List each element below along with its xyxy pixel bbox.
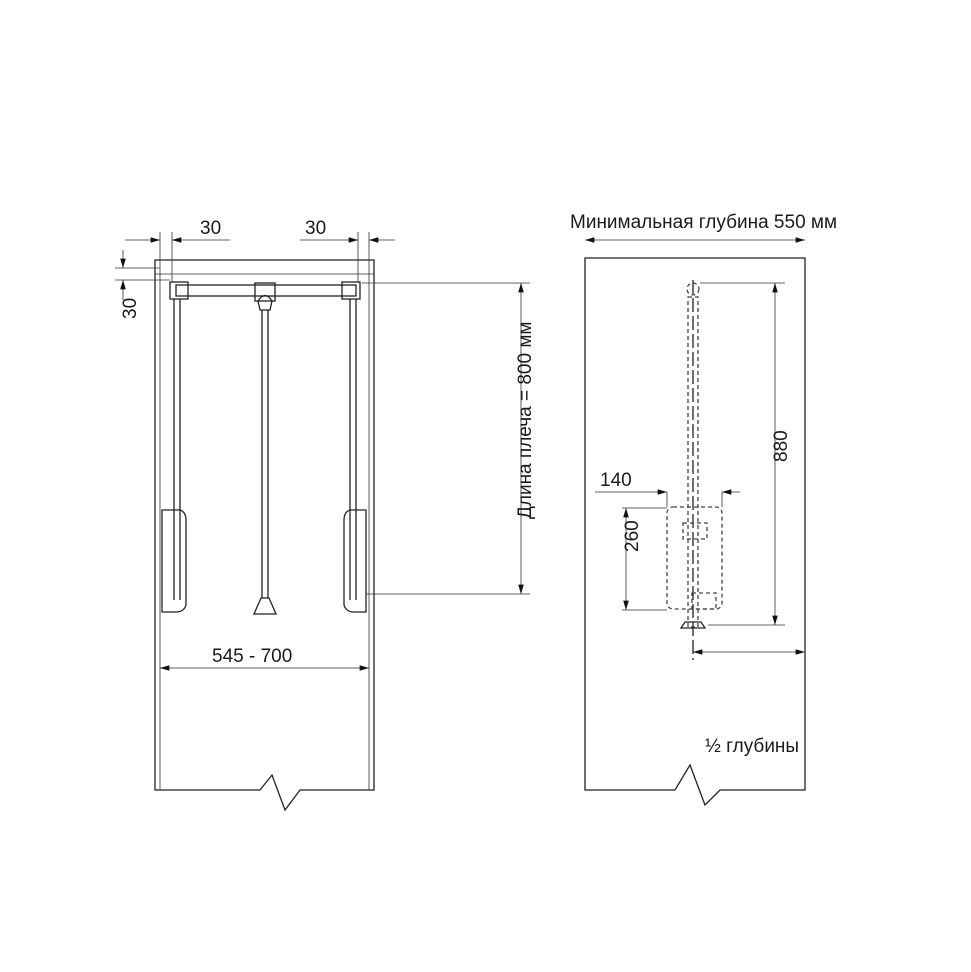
pole-handle <box>253 597 277 615</box>
width-range-label: 545 - 700 <box>212 646 292 667</box>
half-depth-label: ½ глубины <box>705 736 799 757</box>
right-handle <box>343 509 367 613</box>
front-view: 30 30 30 Длина плеча = 800 мм 545 - 700 <box>115 218 536 812</box>
offset-right-label: 30 <box>305 218 326 239</box>
left-handle <box>161 509 187 613</box>
handle-height-label: 260 <box>622 520 643 552</box>
offset-top-label: 30 <box>120 298 141 319</box>
arm-length-label: Длина плеча = 800 мм <box>515 322 536 519</box>
pantograph-rail <box>161 281 367 615</box>
offset-left-label: 30 <box>200 218 221 239</box>
min-depth-label: Минимальная глубина 550 мм <box>570 212 837 233</box>
cabinet-outline <box>154 259 375 812</box>
height-label: 880 <box>771 430 792 462</box>
side-view: Минимальная глубина 550 мм 880 140 260 ½… <box>570 212 837 807</box>
handle-width-label: 140 <box>600 470 632 491</box>
handle-outline <box>666 506 723 610</box>
cabinet-side-outline <box>584 257 806 807</box>
